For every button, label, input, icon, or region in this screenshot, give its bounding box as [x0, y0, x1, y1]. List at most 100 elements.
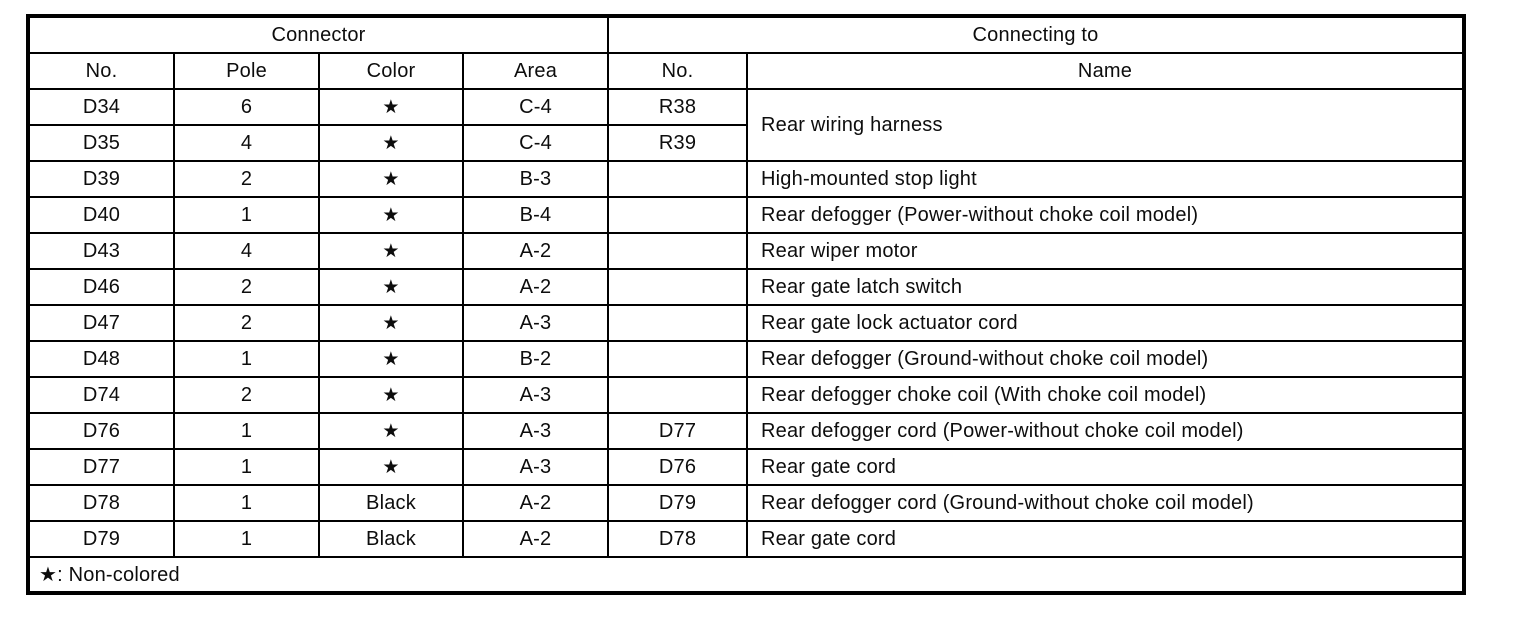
- cell-no: D77: [27, 448, 175, 486]
- cell-name: Rear defogger (Ground-without choke coil…: [746, 340, 1465, 378]
- cell-name: Rear gate latch switch: [746, 268, 1465, 306]
- cell-no: D47: [27, 304, 175, 342]
- cell-color: ★: [318, 448, 464, 486]
- cell-name: Rear gate lock actuator cord: [746, 304, 1465, 342]
- cell-to-no: [607, 268, 749, 306]
- cell-pole: 4: [173, 232, 320, 270]
- cell-color: ★: [318, 304, 464, 342]
- cell-color: ★: [318, 376, 464, 414]
- cell-area: B-2: [461, 340, 610, 378]
- column-header-pole: Pole: [173, 52, 320, 90]
- cell-to-no: [607, 376, 749, 414]
- cell-color: ★: [318, 160, 464, 198]
- table-row: D77 1 ★ A-3 D76 Rear gate cord: [27, 448, 1465, 486]
- cell-no: D34: [27, 88, 175, 126]
- cell-color: ★: [318, 340, 464, 378]
- table-row: D43 4 ★ A-2 Rear wiper motor: [27, 232, 1465, 270]
- cell-name: Rear defogger choke coil (With choke coi…: [746, 376, 1465, 414]
- cell-pole: 2: [173, 160, 320, 198]
- cell-area: A-2: [461, 232, 610, 270]
- table-row: D79 1 Black A-2 D78 Rear gate cord: [27, 520, 1465, 558]
- cell-name: Rear wiper motor: [746, 232, 1465, 270]
- cell-no: D78: [27, 484, 175, 522]
- cell-to-no: D79: [607, 484, 749, 522]
- cell-name: Rear defogger cord (Ground-without choke…: [746, 484, 1465, 522]
- table-row: D74 2 ★ A-3 Rear defogger choke coil (Wi…: [27, 376, 1465, 414]
- column-header-area: Area: [461, 52, 610, 90]
- cell-pole: 1: [173, 340, 320, 378]
- cell-pole: 1: [173, 412, 320, 450]
- footnote-row: ★: Non-colored: [27, 556, 1465, 594]
- cell-pole: 2: [173, 304, 320, 342]
- cell-color: Black: [318, 484, 464, 522]
- cell-no: D46: [27, 268, 175, 306]
- cell-color: ★: [318, 124, 464, 162]
- cell-pole: 1: [173, 448, 320, 486]
- cell-no: D74: [27, 376, 175, 414]
- cell-color: ★: [318, 268, 464, 306]
- cell-to-no: R38: [607, 88, 749, 126]
- table-row: D47 2 ★ A-3 Rear gate lock actuator cord: [27, 304, 1465, 342]
- cell-area: C-4: [461, 124, 610, 162]
- cell-name: Rear defogger (Power-without choke coil …: [746, 196, 1465, 234]
- cell-name: Rear wiring harness: [746, 88, 1465, 162]
- table-row: D34 6 ★ C-4 R38 Rear wiring harness: [27, 88, 1465, 162]
- cell-no: D43: [27, 232, 175, 270]
- cell-area: A-3: [461, 376, 610, 414]
- cell-to-no: [607, 304, 749, 342]
- cell-no: D79: [27, 520, 175, 558]
- footnote-star-legend: ★: Non-colored: [27, 556, 1465, 594]
- cell-to-no: [607, 160, 749, 198]
- table-row: D46 2 ★ A-2 Rear gate latch switch: [27, 268, 1465, 306]
- cell-no: D39: [27, 160, 175, 198]
- table-row: D35 4 ★ C-4 R39: [27, 124, 1464, 162]
- cell-to-no: [607, 196, 749, 234]
- column-header-no: No.: [27, 52, 175, 90]
- cell-area: A-3: [461, 304, 610, 342]
- cell-pole: 4: [173, 124, 320, 162]
- cell-pole: 2: [173, 268, 320, 306]
- cell-area: C-4: [461, 88, 610, 126]
- group-header-connector: Connector: [26, 15, 610, 54]
- cell-no: D35: [27, 124, 175, 162]
- table-row: D39 2 ★ B-3 High-mounted stop light: [27, 160, 1465, 198]
- cell-name: Rear gate cord: [746, 448, 1465, 486]
- cell-area: A-3: [461, 448, 610, 486]
- cell-to-no: D78: [607, 520, 749, 558]
- cell-pole: 1: [173, 520, 320, 558]
- table-row: D40 1 ★ B-4 Rear defogger (Power-without…: [27, 196, 1465, 234]
- column-header-to-no: No.: [607, 52, 749, 90]
- cell-area: A-2: [461, 484, 610, 522]
- group-header-row: Connector Connecting to: [26, 15, 1465, 54]
- cell-name: High-mounted stop light: [746, 160, 1465, 198]
- cell-color: ★: [318, 88, 464, 126]
- cell-name: Rear gate cord: [746, 520, 1465, 558]
- table-row: D48 1 ★ B-2 Rear defogger (Ground-withou…: [27, 340, 1465, 378]
- cell-no: D40: [27, 196, 175, 234]
- cell-to-no: D77: [607, 412, 749, 450]
- cell-area: B-4: [461, 196, 610, 234]
- cell-to-no: D76: [607, 448, 749, 486]
- cell-pole: 1: [173, 196, 320, 234]
- cell-area: A-3: [461, 412, 610, 450]
- column-header-color: Color: [318, 52, 464, 90]
- cell-to-no: [607, 340, 749, 378]
- table-row: D76 1 ★ A-3 D77 Rear defogger cord (Powe…: [27, 412, 1465, 450]
- connector-table: Connector Connecting to No. Pole Color A…: [26, 14, 1466, 595]
- cell-color: ★: [318, 196, 464, 234]
- group-header-connecting-to: Connecting to: [607, 15, 1465, 54]
- cell-color: Black: [318, 520, 464, 558]
- cell-no: D76: [27, 412, 175, 450]
- column-header-row: No. Pole Color Area No. Name: [27, 52, 1465, 90]
- cell-pole: 1: [173, 484, 320, 522]
- cell-area: A-2: [461, 268, 610, 306]
- cell-name: Rear defogger cord (Power-without choke …: [746, 412, 1465, 450]
- cell-color: ★: [318, 412, 464, 450]
- table-row: D78 1 Black A-2 D79 Rear defogger cord (…: [27, 484, 1465, 522]
- cell-to-no: R39: [607, 124, 749, 162]
- cell-pole: 6: [173, 88, 320, 126]
- cell-no: D48: [27, 340, 175, 378]
- cell-area: A-2: [461, 520, 610, 558]
- cell-color: ★: [318, 232, 464, 270]
